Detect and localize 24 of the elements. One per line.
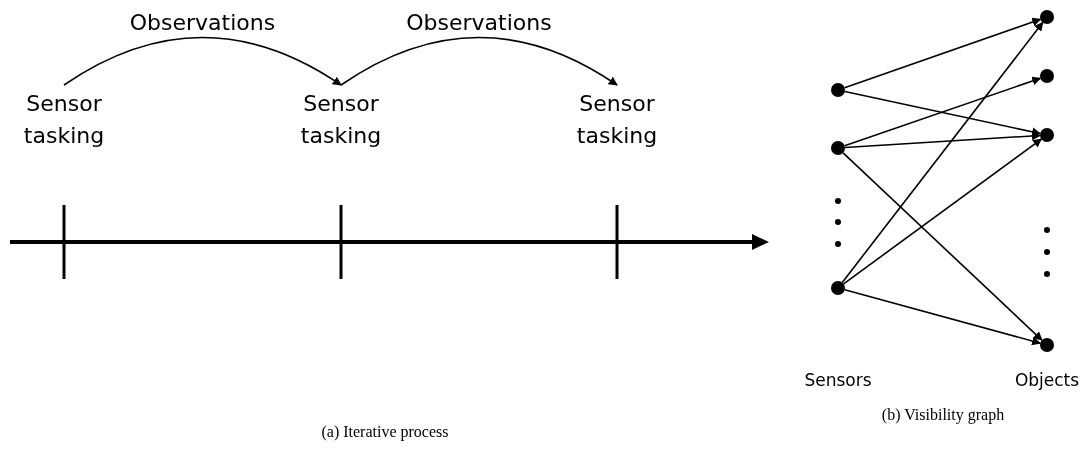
node-dot: [1040, 69, 1054, 83]
node-dot: [1040, 338, 1054, 352]
arrow: [844, 90, 1042, 137]
node-dot: [831, 83, 845, 97]
arrow: [843, 76, 1042, 147]
arrow: [844, 131, 1041, 149]
arrow: [63, 36, 342, 86]
step-label: Sensor tasking: [286, 88, 396, 152]
step-label: Sensor tasking: [9, 88, 119, 152]
node-dot: [831, 141, 845, 155]
arrow: [843, 17, 1042, 89]
node-dot: [1040, 10, 1054, 24]
arrow: [842, 138, 1043, 285]
node-dot: [831, 281, 845, 295]
column-label: Sensors: [804, 370, 872, 390]
column-label: Objects: [1014, 370, 1080, 390]
arrow: [841, 21, 1044, 284]
node-dot: [1040, 128, 1054, 142]
arrow: [842, 152, 1043, 341]
arrow: [843, 289, 1042, 346]
arrow: [340, 36, 618, 86]
step-label: Sensor tasking: [562, 88, 672, 152]
caption: (b) Visibility graph: [881, 406, 1005, 424]
caption: (a) Iterative process: [321, 423, 449, 441]
